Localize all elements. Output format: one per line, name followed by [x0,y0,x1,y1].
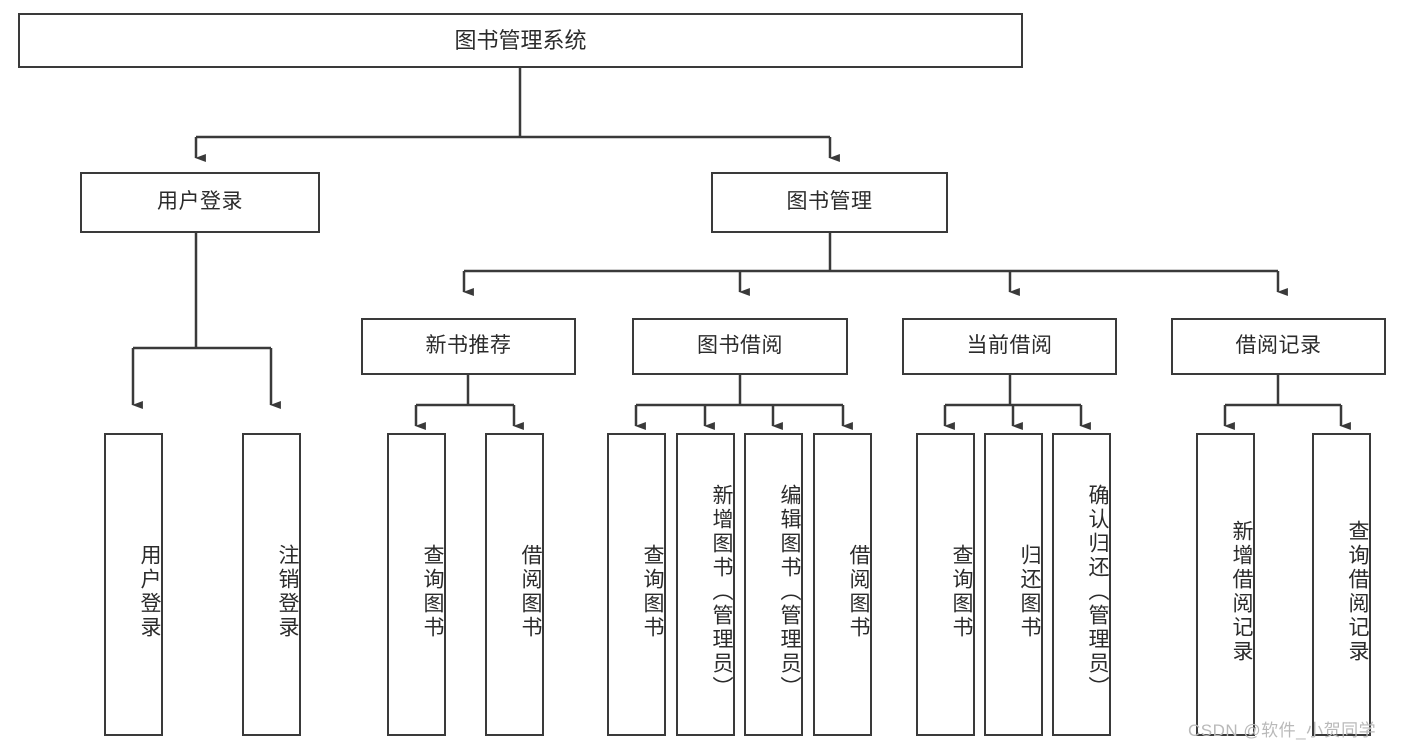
node-book-management[interactable]: 图书管理 [711,172,948,233]
node-borrow-record[interactable]: 借阅记录 [1171,318,1386,375]
node-new-book-recommend[interactable]: 新书推荐 [361,318,576,375]
node-label: 图书管理 [786,190,873,214]
node-label: 新书推荐 [425,334,512,358]
node-label: 图书管理系统 [454,27,587,53]
node-label: 借阅记录 [1235,334,1322,358]
node-label: 编辑图书（管理员） [778,483,801,700]
node-label: 查询图书 [421,543,444,640]
node-current-borrow[interactable]: 当前借阅 [902,318,1117,375]
node-label: 归还图书 [1018,543,1041,640]
node-label: 查询图书 [950,543,973,640]
node-root-system[interactable]: 图书管理系统 [18,13,1023,68]
leaf-confirm-return-admin[interactable]: 确认归还（管理员） [1052,433,1111,736]
node-label: 新增借阅记录 [1230,519,1253,664]
leaf-query-book-current[interactable]: 查询图书 [916,433,975,736]
leaf-user-login[interactable]: 用户登录 [104,433,163,736]
node-label: 用户登录 [138,543,161,640]
leaf-return-book[interactable]: 归还图书 [984,433,1043,736]
node-label: 确认归还（管理员） [1086,483,1109,700]
node-label: 图书借阅 [697,334,783,358]
leaf-logout[interactable]: 注销登录 [242,433,301,736]
leaf-query-book-borrow[interactable]: 查询图书 [607,433,666,736]
node-label: 查询借阅记录 [1346,519,1369,664]
node-label: 新增图书（管理员） [710,483,733,700]
node-label: 借阅图书 [519,543,542,640]
node-label: 当前借阅 [966,334,1053,358]
leaf-query-book-recommend[interactable]: 查询图书 [387,433,446,736]
leaf-borrow-book-recommend[interactable]: 借阅图书 [485,433,544,736]
node-label: 查询图书 [641,543,664,640]
leaf-add-borrow-record[interactable]: 新增借阅记录 [1196,433,1255,736]
node-user-login[interactable]: 用户登录 [80,172,320,233]
node-label: 注销登录 [276,543,299,640]
leaf-query-borrow-record[interactable]: 查询借阅记录 [1312,433,1371,736]
node-label: 借阅图书 [847,543,870,640]
leaf-edit-book-admin[interactable]: 编辑图书（管理员） [744,433,803,736]
leaf-add-book-admin[interactable]: 新增图书（管理员） [676,433,735,736]
node-label: 用户登录 [157,190,243,214]
leaf-borrow-book[interactable]: 借阅图书 [813,433,872,736]
node-book-borrow[interactable]: 图书借阅 [632,318,848,375]
